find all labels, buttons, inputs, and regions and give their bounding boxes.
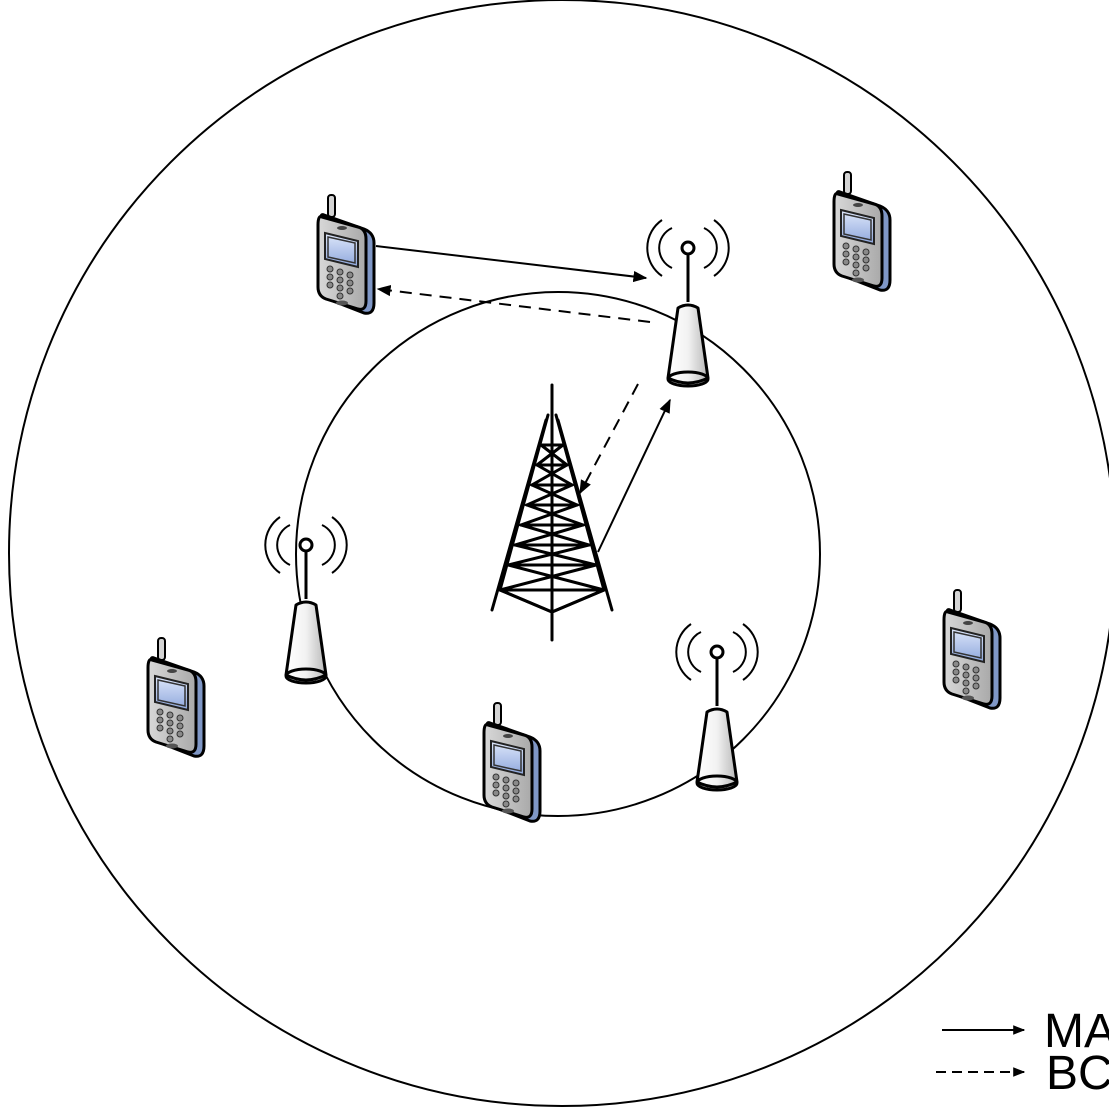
legend: MA BC [936, 1005, 1109, 1100]
mobile-phone-icon [832, 170, 892, 292]
cell-tower-icon [490, 383, 614, 642]
mobile-phone-icon [146, 636, 206, 758]
legend-item-solid: MA [942, 1005, 1109, 1058]
solid-link-arrow [375, 245, 648, 283]
inner-cell-boundary [295, 291, 821, 817]
relay-antenna-icon [645, 218, 731, 388]
relay-antenna-icon [263, 515, 349, 685]
mobile-phone-icon [482, 701, 542, 823]
solid-link-arrow [597, 398, 671, 553]
mobile-phone-icon [942, 588, 1002, 710]
mobile-phone-icon [316, 193, 376, 315]
outer-cell-boundary [8, 0, 1109, 1107]
legend-label: MA [1044, 1005, 1109, 1058]
relay-antenna-icon [674, 622, 760, 792]
dashed-link-arrow [579, 383, 639, 495]
legend-item-dashed: BC [936, 1047, 1109, 1100]
legend-label: BC [1046, 1047, 1109, 1100]
dashed-link-arrow [376, 284, 651, 323]
